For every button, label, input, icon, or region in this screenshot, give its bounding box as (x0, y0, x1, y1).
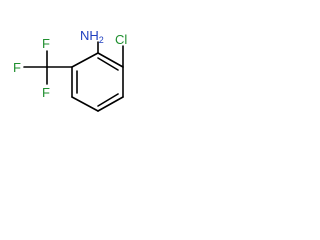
structure-drawing: NH2 Cl F F F (0, 0, 150, 150)
ring-double-bond-2 (97, 93, 119, 107)
chlorine-label: Cl (115, 32, 127, 47)
amine-subscript: 2 (99, 35, 104, 45)
amine-nh: NH (80, 28, 99, 43)
fluorine-top-label: F (42, 36, 50, 51)
ring-bond-c4-c5 (71, 96, 99, 112)
fluorine-bottom-label: F (42, 85, 50, 100)
benzene-ring (71, 52, 124, 112)
ring-bond-c6-c1 (71, 52, 99, 68)
amine-label: NH2 (80, 28, 104, 45)
fluorine-left-label: F (13, 60, 21, 75)
ring-bond-c1-c2 (97, 52, 124, 68)
ring-double-bond-1 (97, 57, 119, 71)
ring-bond-c3-c4 (97, 96, 124, 112)
